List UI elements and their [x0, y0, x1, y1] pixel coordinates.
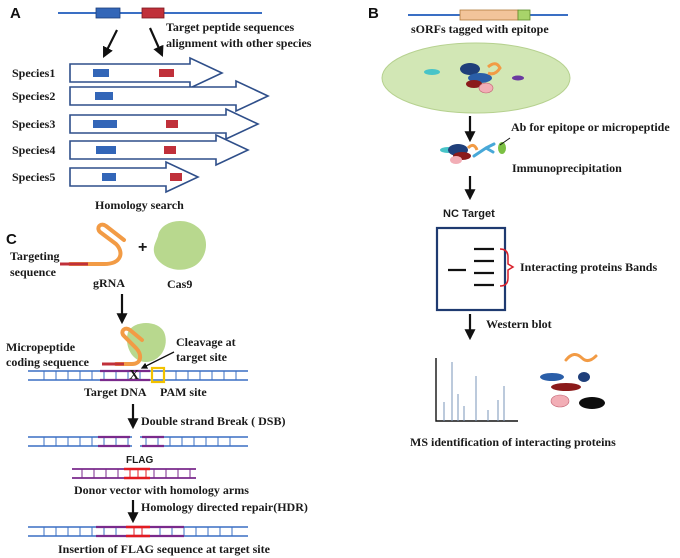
- blue-segment: [102, 173, 116, 181]
- cas9-label: Cas9: [167, 277, 192, 291]
- blue-segment: [95, 92, 113, 100]
- panel-c-letter: C: [6, 231, 17, 248]
- panel-c: C Targeting sequence + gRNA Cas9 Micrope…: [6, 221, 308, 556]
- targeting-label-line1: Targeting: [10, 249, 60, 263]
- broken-dna: [28, 435, 248, 448]
- panel-a: A Target peptide sequences alignment wit…: [10, 5, 312, 212]
- western-blot-label: Western blot: [486, 317, 552, 331]
- western-blot-membrane: [435, 226, 507, 312]
- interacting-bands: [474, 247, 494, 287]
- species-row: Species1: [12, 56, 224, 90]
- species-label: Species5: [12, 170, 55, 184]
- panel-b: B sORFs tagged with epitope: [368, 5, 670, 449]
- align-arrow-left: [103, 29, 118, 58]
- target-dna-label: Target DNA: [84, 385, 147, 399]
- red-segment: [170, 173, 182, 181]
- pam-site-box: [150, 366, 166, 384]
- insertion-label: Insertion of FLAG sequence at target sit…: [58, 542, 271, 556]
- antibody: [472, 142, 496, 158]
- species-row: Species2: [12, 79, 270, 113]
- blue-segment: [96, 146, 116, 154]
- micropeptide-label-line2: coding sequence: [6, 355, 90, 369]
- sorf-segment: [459, 9, 519, 21]
- blue-segment: [95, 7, 121, 19]
- cas9-protein: [153, 221, 207, 270]
- panel-a-letter: A: [10, 5, 21, 22]
- species-arrow: [69, 79, 270, 113]
- bands-bracket: [499, 248, 515, 287]
- species-arrow: [69, 56, 224, 90]
- sorf-title: sORFs tagged with epitope: [411, 22, 549, 36]
- targeting-label-line2: sequence: [10, 265, 57, 279]
- edited-dna: [28, 525, 248, 538]
- species-arrow: [69, 133, 250, 167]
- cleavage-pointer: [140, 351, 175, 369]
- species-label: Species4: [12, 143, 55, 157]
- protein-complex: [424, 62, 524, 94]
- species-label: Species3: [12, 117, 55, 131]
- ms-spectrum: [435, 358, 518, 422]
- donor-vector: [72, 467, 196, 480]
- cleavage-label-line2: target site: [176, 350, 228, 364]
- species-arrow: [69, 107, 260, 141]
- panel-b-letter: B: [368, 5, 379, 22]
- query-sequence: [58, 7, 262, 19]
- target-dna: [28, 366, 248, 384]
- species-arrow: [69, 160, 200, 194]
- species-label: Species2: [12, 89, 55, 103]
- alignment-caption-line1: Target peptide sequences: [166, 20, 295, 34]
- tagged-sorf: [408, 9, 568, 21]
- red-segment: [141, 7, 165, 19]
- plus-sign: +: [138, 239, 147, 256]
- nc-target-label: NC Target: [443, 208, 495, 220]
- micropeptide-label-line1: Micropeptide: [6, 340, 76, 354]
- donor-label: Donor vector with homology arms: [74, 483, 249, 497]
- blue-segment: [93, 69, 109, 77]
- grna-label: gRNA: [93, 276, 125, 290]
- blue-segment: [93, 120, 117, 128]
- grna: [60, 222, 126, 266]
- species-row: Species4: [12, 133, 250, 167]
- ms-identification-label: MS identification of interacting protein…: [410, 435, 616, 449]
- cas9-bound: [126, 323, 166, 362]
- ip-label: Immunoprecipitation: [512, 161, 622, 175]
- species-label: Species1: [12, 66, 55, 80]
- homology-search-label: Homology search: [95, 198, 184, 212]
- red-segment: [159, 69, 174, 77]
- pam-site-label: PAM site: [160, 385, 207, 399]
- epitope-tag: [517, 9, 531, 21]
- species-row: Species5: [12, 160, 200, 194]
- antibody-label: Ab for epitope or micropeptide: [511, 120, 670, 134]
- red-segment: [164, 146, 176, 154]
- ip-complex: [440, 137, 511, 164]
- cut-mark: X: [129, 368, 139, 383]
- identified-proteins: [540, 353, 605, 409]
- flag-label: FLAG: [126, 455, 153, 466]
- dsb-label: Double strand Break ( DSB): [141, 414, 285, 428]
- cleavage-label-line1: Cleavage at: [176, 335, 236, 349]
- grna-bound: [114, 326, 144, 366]
- red-segment: [166, 120, 178, 128]
- species-row: Species3: [12, 107, 260, 141]
- hdr-label: Homology directed repair(HDR): [141, 500, 308, 514]
- align-arrow-right: [148, 27, 164, 58]
- alignment-caption-line2: alignment with other species: [166, 36, 312, 50]
- bands-label: Interacting proteins Bands: [520, 260, 657, 274]
